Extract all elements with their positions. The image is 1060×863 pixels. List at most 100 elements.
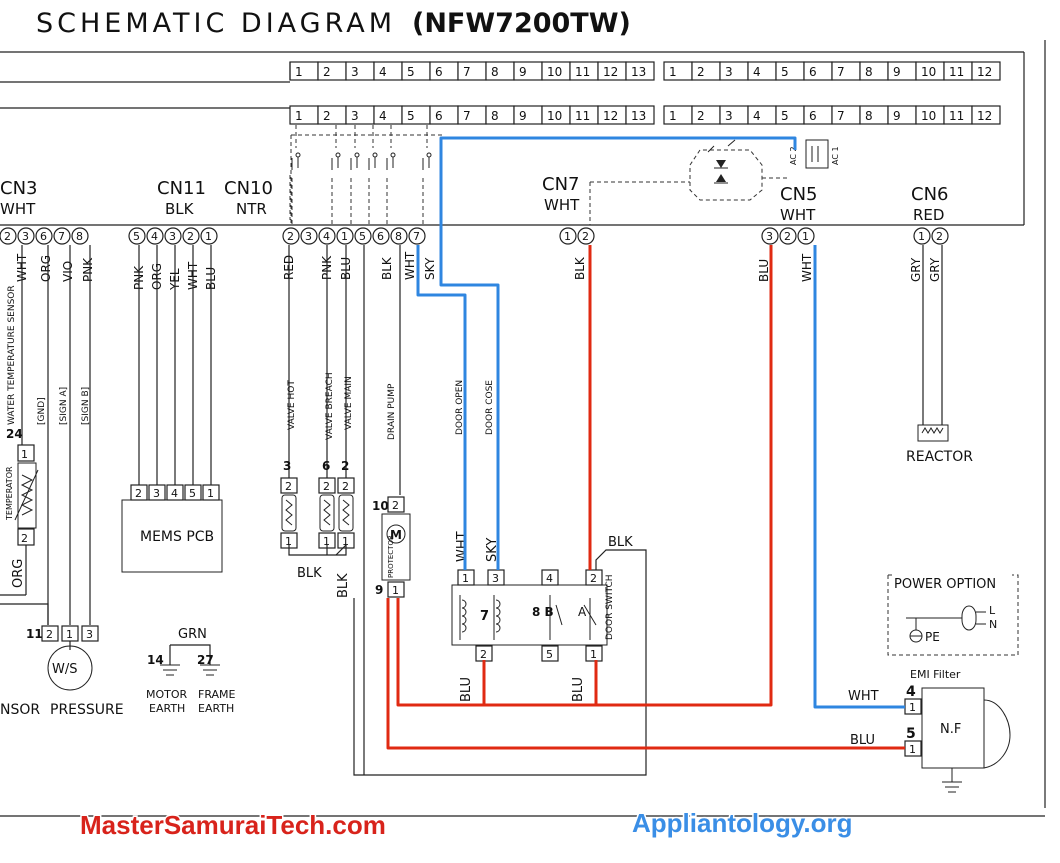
reactor-label: REACTOR <box>906 449 973 465</box>
valve-num: 6 <box>322 459 330 473</box>
door-close-label: DOOR COSE <box>485 380 495 435</box>
door-blu-label2: BLU <box>571 677 586 702</box>
sensor-label: WATER TEMPERATURE SENSOR <box>7 285 17 425</box>
wire-label: SKY <box>423 257 437 280</box>
terminal-right-bottom-num: 9 <box>893 109 901 123</box>
main-pcb-outline <box>0 40 1046 817</box>
terminal-left-bottom-num: 6 <box>435 109 443 123</box>
terminal-right-bottom-num: 4 <box>753 109 761 123</box>
cn11-pin <box>164 227 182 245</box>
sensor-sign-a: [SIGN A] <box>59 387 69 425</box>
cn6-name: CN6 <box>911 184 949 205</box>
motor-earth-label2: EARTH <box>149 702 185 715</box>
cn11-pin-num: 3 <box>169 230 176 243</box>
terminal-right-bottom <box>971 105 1001 125</box>
terminal-left-top-num: 2 <box>323 65 331 79</box>
cn10-pin-num: 3 <box>305 230 312 243</box>
emi-pin: 1 <box>909 701 916 714</box>
emi-pin: 1 <box>909 743 916 756</box>
terminal-left-top-num: 7 <box>463 65 471 79</box>
cn3-name: CN3 <box>0 178 38 199</box>
cn10-name: CN10 <box>224 178 273 199</box>
door-8b: 8 B <box>532 605 554 619</box>
terminal-right-top-num: 10 <box>921 65 936 79</box>
terminal-left-bottom-num: 4 <box>379 109 387 123</box>
earth-27: 27 <box>197 653 214 667</box>
terminal-left-bottom-num: 5 <box>407 109 415 123</box>
door-pin-num: 3 <box>492 572 499 585</box>
pressure-pin: 2 <box>46 628 53 641</box>
terminal-right-top-num: 3 <box>725 65 733 79</box>
cn10-pin-num: 5 <box>359 230 366 243</box>
terminal-right-top-num: 7 <box>837 65 845 79</box>
pump-protector: PROTECTOR <box>387 535 395 578</box>
footer-right-brand: Appliantology.org <box>632 808 853 838</box>
reactor: REACTOR <box>906 245 973 465</box>
svg-text:1: 1 <box>285 535 292 548</box>
valves: VALVE HOT VALVE BREACH VALVE MAIN 3 6 2 … <box>280 245 365 775</box>
cn10-color: NTR <box>236 200 267 218</box>
frame-earth-label2: EARTH <box>198 702 234 715</box>
ac-relay: AC 2 AC 1 <box>789 139 840 169</box>
cn6-pin <box>931 227 949 245</box>
cn10-pin <box>372 227 390 245</box>
door-sky-label: SKY <box>485 538 500 562</box>
cn10-pin <box>408 227 426 245</box>
door-wht-label: WHT <box>455 531 470 562</box>
door-pin-num: 4 <box>546 572 553 585</box>
terminal-left-top-num: 12 <box>603 65 618 79</box>
cn10-pin-num: 2 <box>287 230 294 243</box>
cn5-name: CN5 <box>780 184 818 205</box>
door-blu-label1: BLU <box>459 677 474 702</box>
cn3-pin-num: 7 <box>58 230 65 243</box>
cn5-pin-num: 1 <box>802 230 809 243</box>
blue-neutral-wires <box>416 136 905 709</box>
door-pin-top <box>487 569 505 586</box>
power-option-label: POWER OPTION <box>894 577 996 592</box>
power-pe: PE <box>925 630 940 644</box>
cn10-pin-num: 8 <box>395 230 402 243</box>
terminal-right-bottom-num: 10 <box>921 109 936 123</box>
cn3-pin <box>53 227 71 245</box>
cn10-pin <box>390 227 408 245</box>
terminal-left-top-num: 13 <box>631 65 646 79</box>
cn11-pin-num: 2 <box>187 230 194 243</box>
terminal-left-bottom-num: 10 <box>547 109 562 123</box>
terminal-right-top-num: 1 <box>669 65 677 79</box>
optocoupler <box>589 139 788 225</box>
power-n: N <box>989 618 997 631</box>
valve-hot-label: VALVE HOT <box>287 380 297 430</box>
door-pin-top <box>541 569 559 586</box>
cn6-pin-num: 2 <box>936 230 943 243</box>
motor-earth-label: MOTOR <box>146 688 188 701</box>
terminal-right-top-num: 5 <box>781 65 789 79</box>
svg-text:2: 2 <box>342 480 349 493</box>
terminal-left-top-num: 1 <box>295 65 303 79</box>
terminal-right-bottom-num: 2 <box>697 109 705 123</box>
door-pin-num: 2 <box>590 572 597 585</box>
terminal-right-bottom-num: 5 <box>781 109 789 123</box>
terminal-left-top-num: 3 <box>351 65 359 79</box>
wire-label: GRY <box>909 257 923 282</box>
sensor-number: 24 <box>6 427 23 441</box>
pump-num-bot: 9 <box>375 583 383 597</box>
water-temperature-sensor: WATER TEMPERATURE SENSOR [GND] [SIGN A] … <box>0 245 124 718</box>
wire-label: BLU <box>757 259 771 282</box>
footer-left-brand: MasterSamuraiTech.com <box>80 810 386 840</box>
pressure-ws-label: W/S <box>52 662 78 677</box>
sensor-text: NSOR <box>0 702 40 718</box>
power-l: L <box>989 604 996 617</box>
cn11-pin <box>128 227 146 245</box>
cn3-pin-num: 3 <box>22 230 29 243</box>
model-number: (NFW7200TW) <box>412 8 631 39</box>
terminal-right-bottom-num: 11 <box>949 109 964 123</box>
pressure-pin: 1 <box>66 628 73 641</box>
terminal-right-bottom-num: 6 <box>809 109 817 123</box>
door-switch-label: DOOR SWITCH <box>605 574 615 640</box>
door-a: A <box>578 605 587 619</box>
svg-text:1: 1 <box>21 448 28 461</box>
svg-text:1: 1 <box>392 584 399 597</box>
terminal-right-bottom-num: 3 <box>725 109 733 123</box>
svg-text:1: 1 <box>342 535 349 548</box>
